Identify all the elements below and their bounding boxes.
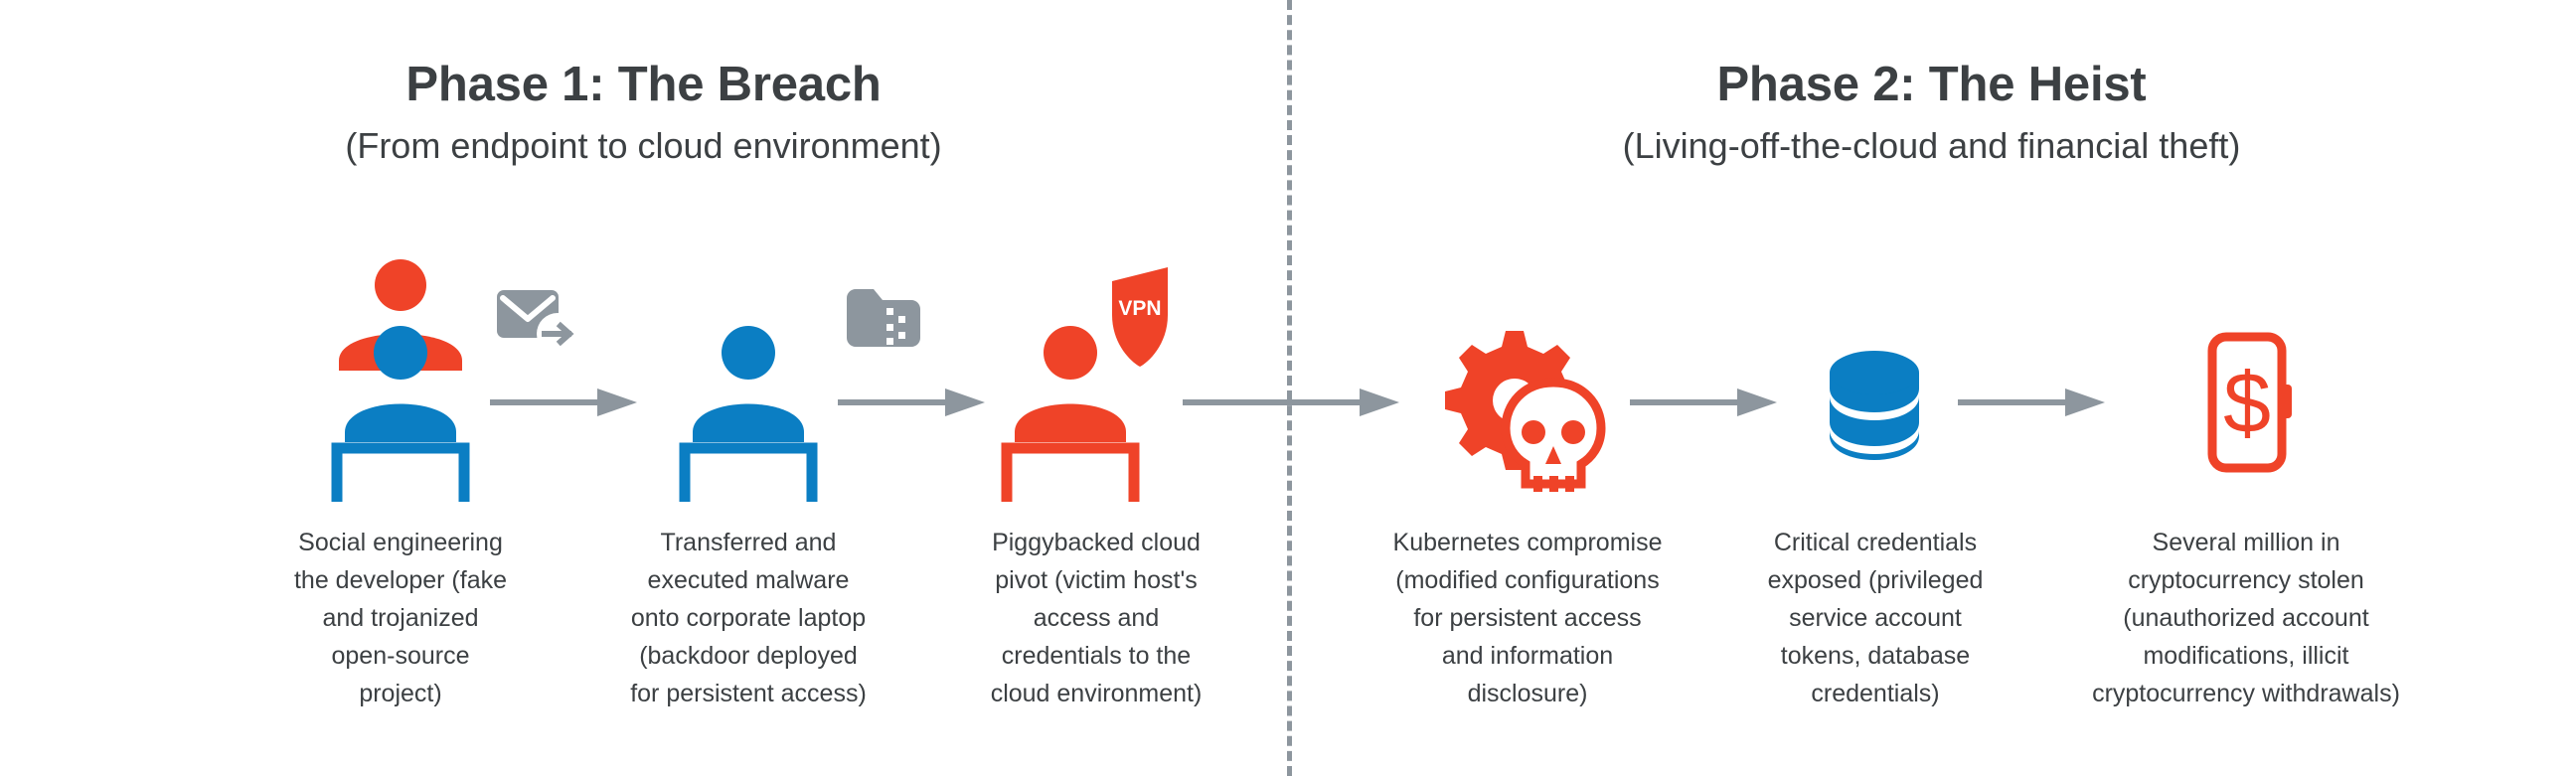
- arrow-right-icon-2: [838, 388, 985, 416]
- email-forward-icon: [497, 290, 578, 355]
- step-2: Transferred and executed malware onto co…: [584, 253, 912, 712]
- vpn-shield-shape: [1112, 267, 1168, 367]
- arrow-right-icon-4: [1630, 388, 1777, 416]
- phase-2-title: Phase 2: The Heist: [1716, 58, 2147, 111]
- dollar-sign-glyph: $: [2223, 356, 2271, 451]
- arrow-right-icon-5: [1958, 388, 2105, 416]
- step-5: Critical credentials exposed (privileged…: [1711, 253, 2039, 712]
- step-6-artwork: $: [2047, 253, 2445, 502]
- malware-folder-icon: [847, 289, 920, 347]
- phase-1-header: Phase 1: The Breach (From endpoint to cl…: [0, 58, 1287, 167]
- arrow-right-icon-1: [490, 388, 637, 416]
- step-2-caption: Transferred and executed malware onto co…: [630, 529, 867, 707]
- user-at-laptop-icon: [679, 326, 818, 502]
- gear-skull-icon: [1445, 331, 1606, 492]
- step-5-caption: Critical credentials exposed (privileged…: [1767, 529, 1984, 707]
- malware-folder-icon-wrapper: [847, 288, 920, 355]
- email-forward-icon-wrapper: [497, 286, 582, 361]
- phase-1-title: Phase 1: The Breach: [405, 58, 882, 111]
- step-6-caption: Several million in cryptocurrency stolen…: [2092, 529, 2400, 707]
- arrow-right-icon-3: [1183, 388, 1399, 416]
- phase-1-subtitle: (From endpoint to cloud environment): [345, 124, 942, 166]
- step-4-caption: Kubernetes compromise (modified configur…: [1392, 529, 1663, 707]
- step-4-artwork: [1364, 253, 1691, 502]
- database-icon: [1830, 351, 1919, 460]
- step-6: $ Several million in cryptocurrency stol…: [2047, 253, 2445, 712]
- step-1-caption: Social engineering the developer (fake a…: [293, 529, 508, 707]
- step-1-artwork: [237, 253, 564, 502]
- step-2-artwork: [584, 253, 912, 502]
- phase-divider-dashed-line: [1287, 0, 1292, 776]
- phase-2-header: Phase 2: The Heist (Living-off-the-cloud…: [1287, 58, 2576, 167]
- phase-2-subtitle: (Living-off-the-cloud and financial thef…: [1622, 124, 2241, 166]
- step-5-artwork: [1711, 253, 2039, 502]
- step-4: Kubernetes compromise (modified configur…: [1364, 253, 1691, 712]
- step-3-artwork: VPN: [932, 253, 1260, 502]
- step-1: Social engineering the developer (fake a…: [237, 253, 564, 712]
- step-3-caption: Piggybacked cloud pivot (victim host's a…: [990, 529, 1203, 707]
- vpn-shield-label: VPN: [1118, 297, 1161, 320]
- steps-row: Social engineering the developer (fake a…: [0, 253, 2576, 730]
- mobile-dollar-icon: $: [2207, 332, 2292, 473]
- compromised-user-at-laptop-with-vpn-shield-icon: VPN: [1001, 267, 1168, 502]
- developer-at-laptop-with-attacker-icon: [331, 259, 470, 502]
- step-3: VPN Piggybacked cloud pivot (victim host…: [932, 253, 1260, 712]
